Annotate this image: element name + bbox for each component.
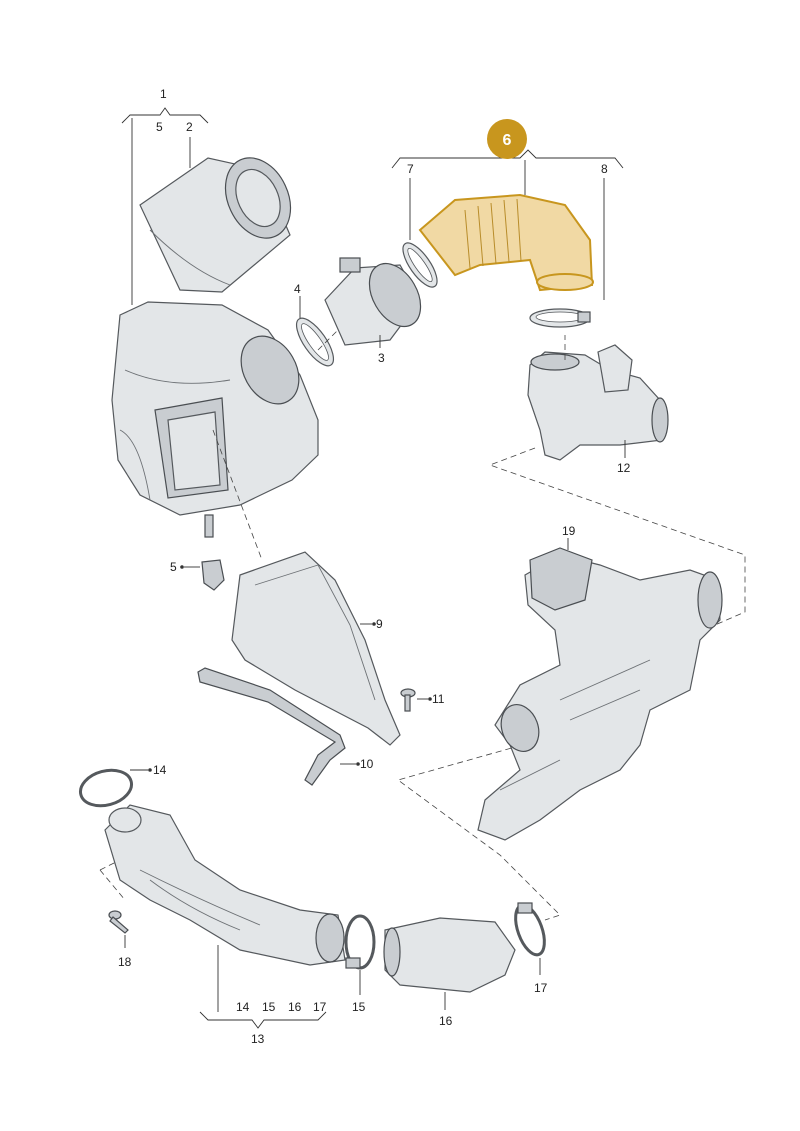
air-filter-housing [111,301,319,538]
callout-15: 15 [352,1000,366,1014]
callout-1-sub-2: 2 [186,120,193,134]
callout-5: 5 [170,560,177,574]
callout-9: 9 [376,617,383,631]
callout-19: 19 [562,524,576,538]
callout-13-sub-14: 14 [236,1000,250,1014]
air-mass-meter: 3 [324,257,422,365]
clamp-15: 15 [344,914,376,1014]
seal-ring-7 [402,242,438,288]
callout-10: 10 [360,757,374,771]
screw-11: 11 [400,688,445,712]
callout-3: 3 [378,351,385,365]
callout-13-sub-15: 15 [262,1000,276,1014]
callout-14: 14 [153,763,167,777]
callout-17: 17 [534,981,548,995]
callout-7: 7 [407,162,414,176]
highlight-badge-6: 6 [487,119,527,159]
charge-air-pipe-13 [104,804,346,966]
group-bracket-13: 14 15 16 17 13 [199,945,327,1046]
o-ring-14: 14 [79,763,167,808]
callout-1: 1 [160,87,167,101]
intake-hose-highlighted [418,193,594,292]
callout-12: 12 [617,461,631,475]
clamp-8 [529,308,591,328]
air-duct-9: 9 [231,551,401,746]
callout-4: 4 [294,282,301,296]
callout-13-sub-16: 16 [288,1000,302,1014]
callout-13: 13 [251,1032,265,1046]
clamp-17: 17 [514,902,548,995]
screw-18: 18 [108,910,132,969]
clamp-4: 4 [294,282,335,367]
air-filter-element [139,157,292,293]
callout-8: 8 [601,162,608,176]
callout-13-sub-17: 17 [313,1000,327,1014]
connector-lines [99,329,746,921]
callout-1-sub-5: 5 [156,120,163,134]
rubber-hose-16: 16 [383,917,516,1028]
callout-16: 16 [439,1014,453,1028]
callout-18: 18 [118,955,132,969]
group-bracket-6: 7 8 [391,149,624,300]
intake-elbow-12: 12 [527,344,669,475]
turbocharger-19: 19 [477,524,723,841]
badge-6-label: 6 [503,132,512,149]
callout-11: 11 [432,692,445,706]
group-bracket-1: 1 5 2 [121,87,209,305]
bracket-10: 10 [197,667,374,786]
valve-5: 5 [170,559,225,591]
